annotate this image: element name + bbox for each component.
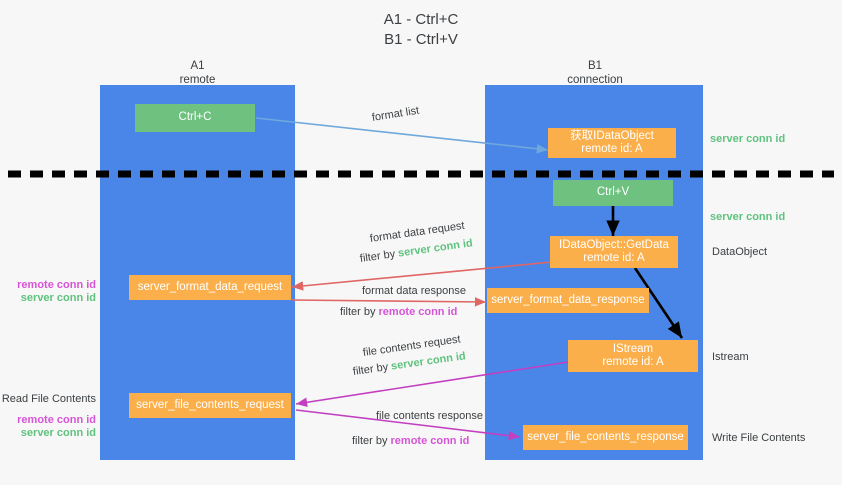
filter-key-remote-conn-id: remote conn id xyxy=(390,435,470,447)
arrow-file-contents-request xyxy=(295,361,569,408)
node-idataobject-getdata[interactable]: IDataObject::GetData remote id: A xyxy=(550,236,678,268)
filter-prefix: filter by xyxy=(352,435,391,447)
lane-header-b1: B1 connection xyxy=(567,60,623,86)
filter-key-remote-conn-id: remote conn id xyxy=(378,306,458,318)
node-ctrl-c[interactable]: Ctrl+C xyxy=(135,104,255,132)
left-label-server-conn-id-2: server conn id xyxy=(20,427,96,439)
node-server-file-contents-request[interactable]: server_file_contents_request xyxy=(129,393,291,418)
diagram-title: A1 - Ctrl+C B1 - Ctrl+V xyxy=(383,11,459,48)
left-label-remote-conn-id-1: remote conn id xyxy=(17,279,96,291)
node-server-file-contents-response[interactable]: server_file_contents_response xyxy=(523,425,688,450)
left-label-server-conn-id-1: server conn id xyxy=(20,292,96,304)
right-label-server-conn-id-1: server conn id xyxy=(710,133,786,145)
edge-label-file-contents-response: file contents response xyxy=(376,410,484,422)
lane-header-a1: A1 remote xyxy=(179,60,216,86)
node-server-format-data-request[interactable]: server_format_data_request xyxy=(129,275,291,300)
right-label-server-conn-id-2: server conn id xyxy=(710,211,786,223)
arrow-format-data-request xyxy=(291,261,553,291)
arrow-format-list xyxy=(255,117,549,154)
filter-prefix: filter by xyxy=(340,306,379,318)
right-label-dataobject: DataObject xyxy=(712,246,768,258)
edge-label-file-contents-response-filter: filter by remote conn id xyxy=(352,434,469,448)
node-ctrl-v[interactable]: Ctrl+V xyxy=(553,180,673,206)
right-label-istream: Istream xyxy=(712,351,749,363)
edge-label-format-data-response: format data response xyxy=(362,285,466,297)
arrow-file-contents-response xyxy=(295,409,521,441)
left-label-remote-conn-id-2: remote conn id xyxy=(17,414,96,426)
edge-label-format-data-response-filter: filter by remote conn id xyxy=(340,305,457,319)
arrow-format-data-response xyxy=(291,297,487,307)
node-get-idataobject[interactable]: 获取IDataObject remote id: A xyxy=(548,128,676,158)
node-server-format-data-response[interactable]: server_format_data_response xyxy=(487,288,649,313)
node-istream[interactable]: IStream remote id: A xyxy=(568,340,698,372)
left-label-read-file-contents: Read File Contents xyxy=(1,393,96,405)
arrow-getdata-to-istream xyxy=(633,267,684,339)
right-label-write-file-contents: Write File Contents xyxy=(712,432,806,444)
